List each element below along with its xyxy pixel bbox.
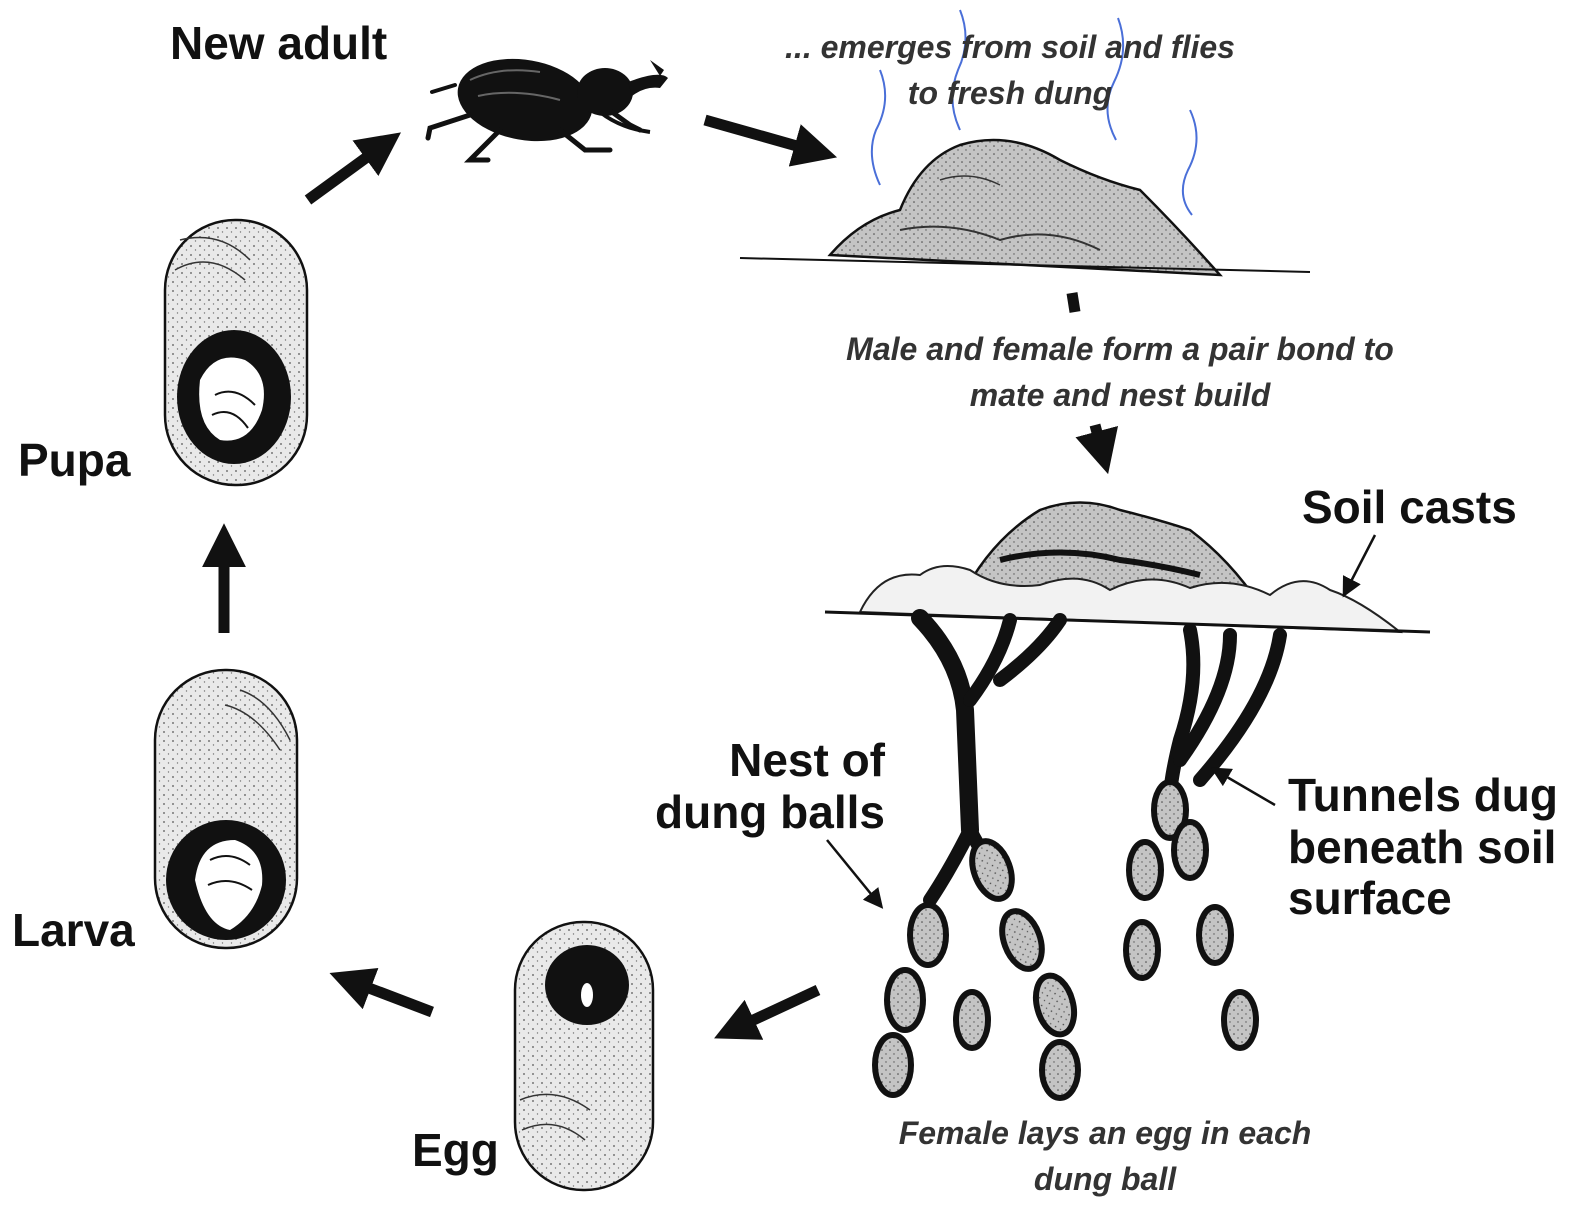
- egg-label: Egg: [412, 1125, 499, 1177]
- female-lays-caption-line-1: Female lays an egg in each: [860, 1110, 1350, 1156]
- nest-label-line-1: Nest of: [640, 735, 885, 787]
- beetle-illustration: [428, 49, 668, 160]
- female-lays-caption-line-2: dung ball: [860, 1156, 1350, 1202]
- pair-bond-caption-line-1: Male and female form a pair bond to: [800, 326, 1440, 372]
- emerges-caption: ... emerges from soil and flies to fresh…: [750, 24, 1270, 117]
- soil-casts-label: Soil casts: [1302, 482, 1517, 534]
- pair-bond-caption: Male and female form a pair bond to mate…: [800, 326, 1440, 419]
- tunnels-label-line-1: Tunnels dug: [1288, 770, 1558, 822]
- emerges-caption-line-2: to fresh dung: [750, 70, 1270, 116]
- pupa-capsule-illustration: [165, 220, 307, 485]
- nest-label-line-2: dung balls: [640, 787, 885, 839]
- female-lays-caption: Female lays an egg in each dung ball: [860, 1110, 1350, 1203]
- dung-balls: [875, 782, 1256, 1098]
- emerges-caption-line-1: ... emerges from soil and flies: [750, 24, 1270, 70]
- pair-bond-caption-line-2: mate and nest build: [800, 372, 1440, 418]
- larva-label: Larva: [12, 905, 135, 957]
- new-adult-label: New adult: [170, 18, 387, 70]
- tunnels-label-line-2: beneath soil: [1288, 822, 1558, 874]
- larva-capsule-illustration: [155, 670, 297, 948]
- pupa-label: Pupa: [18, 435, 130, 487]
- nest-of-dung-balls-label: Nest of dung balls: [640, 735, 885, 838]
- egg-capsule-illustration: [515, 922, 653, 1190]
- tunnels-label-line-3: surface: [1288, 873, 1558, 925]
- tunnels-label: Tunnels dug beneath soil surface: [1288, 770, 1558, 925]
- dung-pat-illustration: [740, 140, 1310, 275]
